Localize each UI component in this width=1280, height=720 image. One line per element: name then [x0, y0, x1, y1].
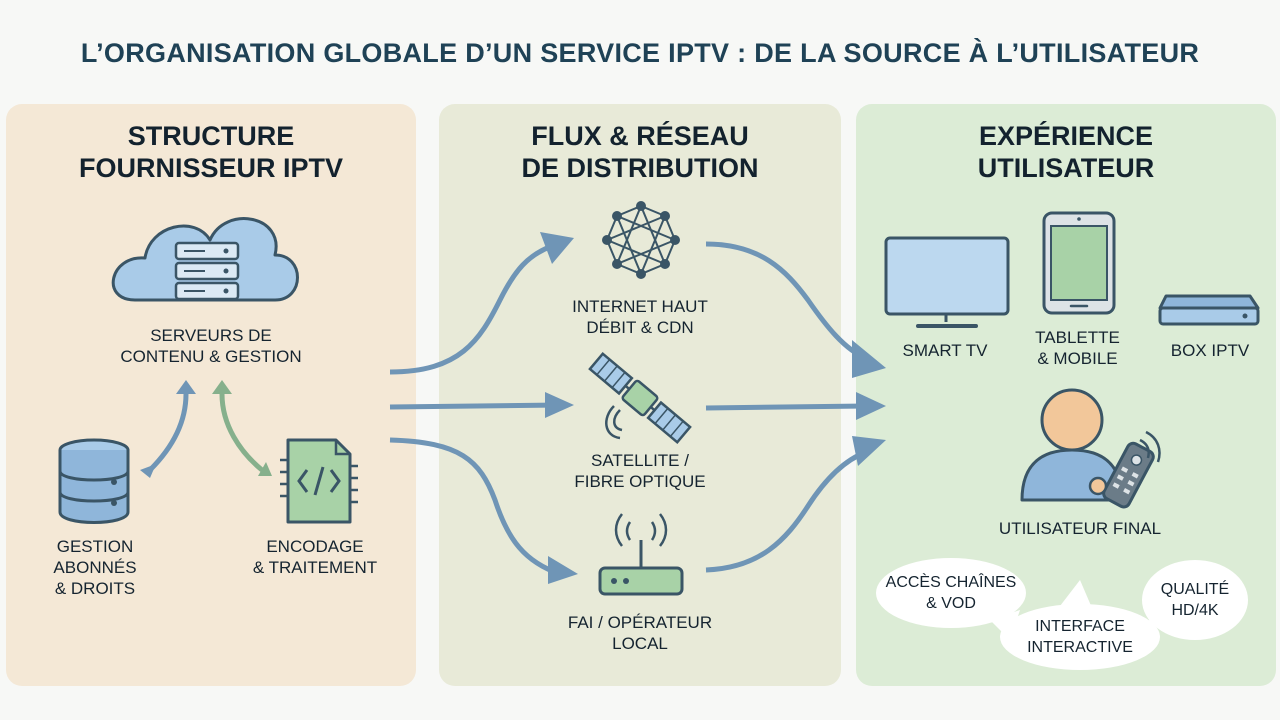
servers-label: SERVEURS DE CONTENU & GESTION	[120, 326, 302, 366]
box-label: BOX IPTV	[1170, 341, 1250, 360]
end-user-label: UTILISATEUR FINAL	[998, 519, 1162, 538]
smart-tv-label: SMART TV	[902, 341, 988, 360]
panel-user-title: EXPÉRIENCE UTILISATEUR	[977, 121, 1155, 183]
tablet-label: TABLETTE & MOBILE	[1035, 328, 1120, 368]
satellite-label: SATELLITE / FIBRE OPTIQUE	[574, 451, 706, 491]
internet-label: INTERNET HAUT DÉBIT & CDN	[572, 297, 708, 337]
isp-label: FAI / OPÉRATEUR LOCAL	[567, 613, 713, 653]
bubble-interface: INTERFACE INTERACTIVE	[1000, 604, 1160, 670]
panel-network: FLUX & RÉSEAU DE DISTRIBUTION	[439, 104, 841, 686]
panel-network-title: FLUX & RÉSEAU DE DISTRIBUTION	[521, 121, 759, 183]
subscribers-label: GESTION ABONNÉS & DROITS	[53, 537, 137, 598]
diagram-title: L’ORGANISATION GLOBALE D’UN SERVICE IPTV…	[80, 38, 1200, 68]
bubble-quality: QUALITÉ HD/4K	[1142, 560, 1248, 640]
bubble-channels: ACCÈS CHAÎNES & VOD	[876, 558, 1026, 628]
panel-provider: STRUCTURE FOURNISSEUR IPTV	[6, 104, 416, 686]
panel-provider-title: STRUCTURE FOURNISSEUR IPTV	[78, 121, 344, 183]
encoding-label: ENCODAGE & TRAITEMENT	[252, 537, 378, 577]
